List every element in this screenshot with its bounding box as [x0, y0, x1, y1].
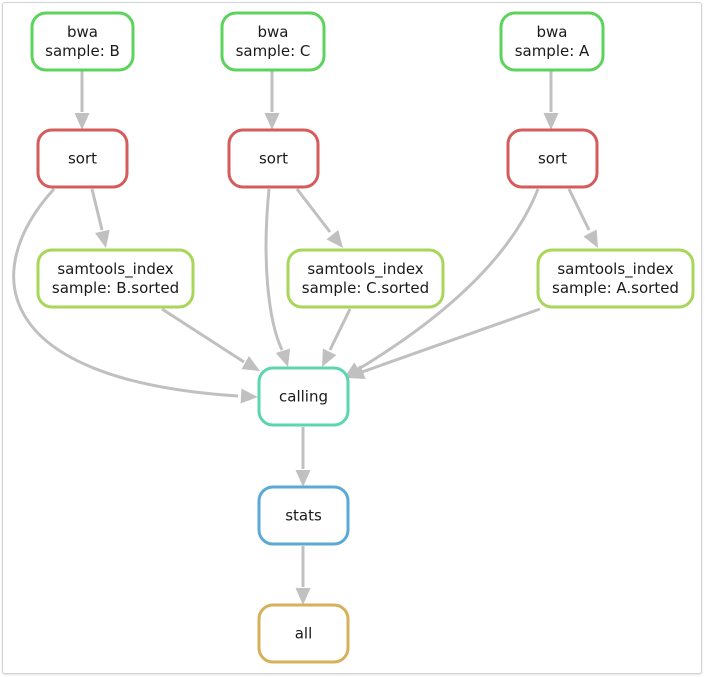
arrowhead-icon — [241, 356, 260, 371]
edge-bwa-a-to-sort-a — [543, 70, 559, 130]
edge-line — [567, 188, 591, 231]
node-box — [36, 128, 129, 189]
edge-samtools-index-a-to-calling — [347, 307, 541, 380]
arrowhead-icon — [74, 113, 90, 130]
arrowhead-icon — [240, 388, 258, 404]
arrowhead-icon — [264, 113, 280, 130]
edge-samtools-index-c-to-calling — [322, 308, 352, 367]
node-box — [506, 128, 599, 189]
edge-line — [12, 187, 239, 398]
node-box — [30, 11, 135, 72]
node-box — [227, 128, 320, 189]
node-label: sort — [538, 150, 567, 168]
edge-sort-c-to-calling — [264, 188, 291, 367]
node-sort-c[interactable]: sort — [227, 128, 320, 189]
edge-line — [295, 188, 332, 233]
arrowhead-icon — [322, 348, 337, 367]
node-box — [257, 603, 350, 664]
edge-line — [264, 188, 284, 351]
node-label: samtools_index — [307, 260, 423, 279]
arrowhead-icon — [543, 113, 559, 130]
node-label: sort — [259, 150, 288, 168]
node-box — [220, 11, 326, 72]
node-label: bwa — [537, 23, 568, 41]
edge-bwa-c-to-sort-c — [264, 70, 280, 130]
node-box — [257, 485, 350, 546]
node-label: bwa — [258, 23, 289, 41]
node-label: sort — [68, 150, 97, 168]
node-box — [36, 248, 195, 309]
arrowhead-icon — [347, 365, 366, 380]
node-sublabel: sample: B.sorted — [52, 279, 179, 297]
edge-bwa-b-to-sort-b — [74, 70, 90, 130]
edge-line — [328, 308, 352, 351]
node-stats[interactable]: stats — [257, 485, 350, 546]
edge-line — [90, 188, 104, 231]
node-all[interactable]: all — [257, 603, 350, 664]
node-sublabel: sample: C — [236, 42, 311, 60]
node-sublabel: sample: B — [45, 42, 120, 60]
node-label: samtools_index — [57, 260, 173, 279]
arrowhead-icon — [326, 230, 343, 248]
edge-calling-to-stats — [295, 427, 311, 487]
edge-line — [161, 307, 245, 364]
node-box — [536, 248, 695, 309]
arrowhead-icon — [275, 348, 291, 367]
node-label: calling — [279, 388, 328, 406]
node-label: stats — [285, 507, 322, 525]
node-sublabel: sample: C.sorted — [302, 279, 429, 297]
arrowhead-icon — [295, 470, 311, 487]
edge-sort-c-to-samtools-index-c — [295, 188, 343, 248]
edge-samtools-index-b-to-calling — [161, 307, 260, 371]
node-box — [499, 11, 605, 72]
node-sublabel: sample: A — [515, 42, 590, 60]
arrowhead-icon — [295, 588, 311, 605]
edge-line — [361, 307, 541, 374]
arrowhead-icon — [583, 229, 598, 248]
node-sort-b[interactable]: sort — [36, 128, 129, 189]
edges-layer — [12, 70, 598, 605]
edge-line — [356, 188, 540, 372]
edge-sort-b-to-samtools-index-b — [90, 188, 110, 248]
edge-stats-to-all — [295, 546, 311, 605]
node-label: samtools_index — [557, 260, 673, 279]
node-label: all — [295, 625, 313, 643]
node-label: bwa — [67, 23, 98, 41]
arrowhead-icon — [94, 229, 110, 248]
node-sort-a[interactable]: sort — [506, 128, 599, 189]
node-box — [257, 366, 350, 427]
edge-sort-a-to-samtools-index-a — [567, 188, 598, 248]
node-calling[interactable]: calling — [257, 366, 350, 427]
node-sublabel: sample: A.sorted — [552, 279, 679, 297]
edge-sort-b-to-calling — [12, 187, 258, 404]
node-box — [286, 248, 445, 309]
